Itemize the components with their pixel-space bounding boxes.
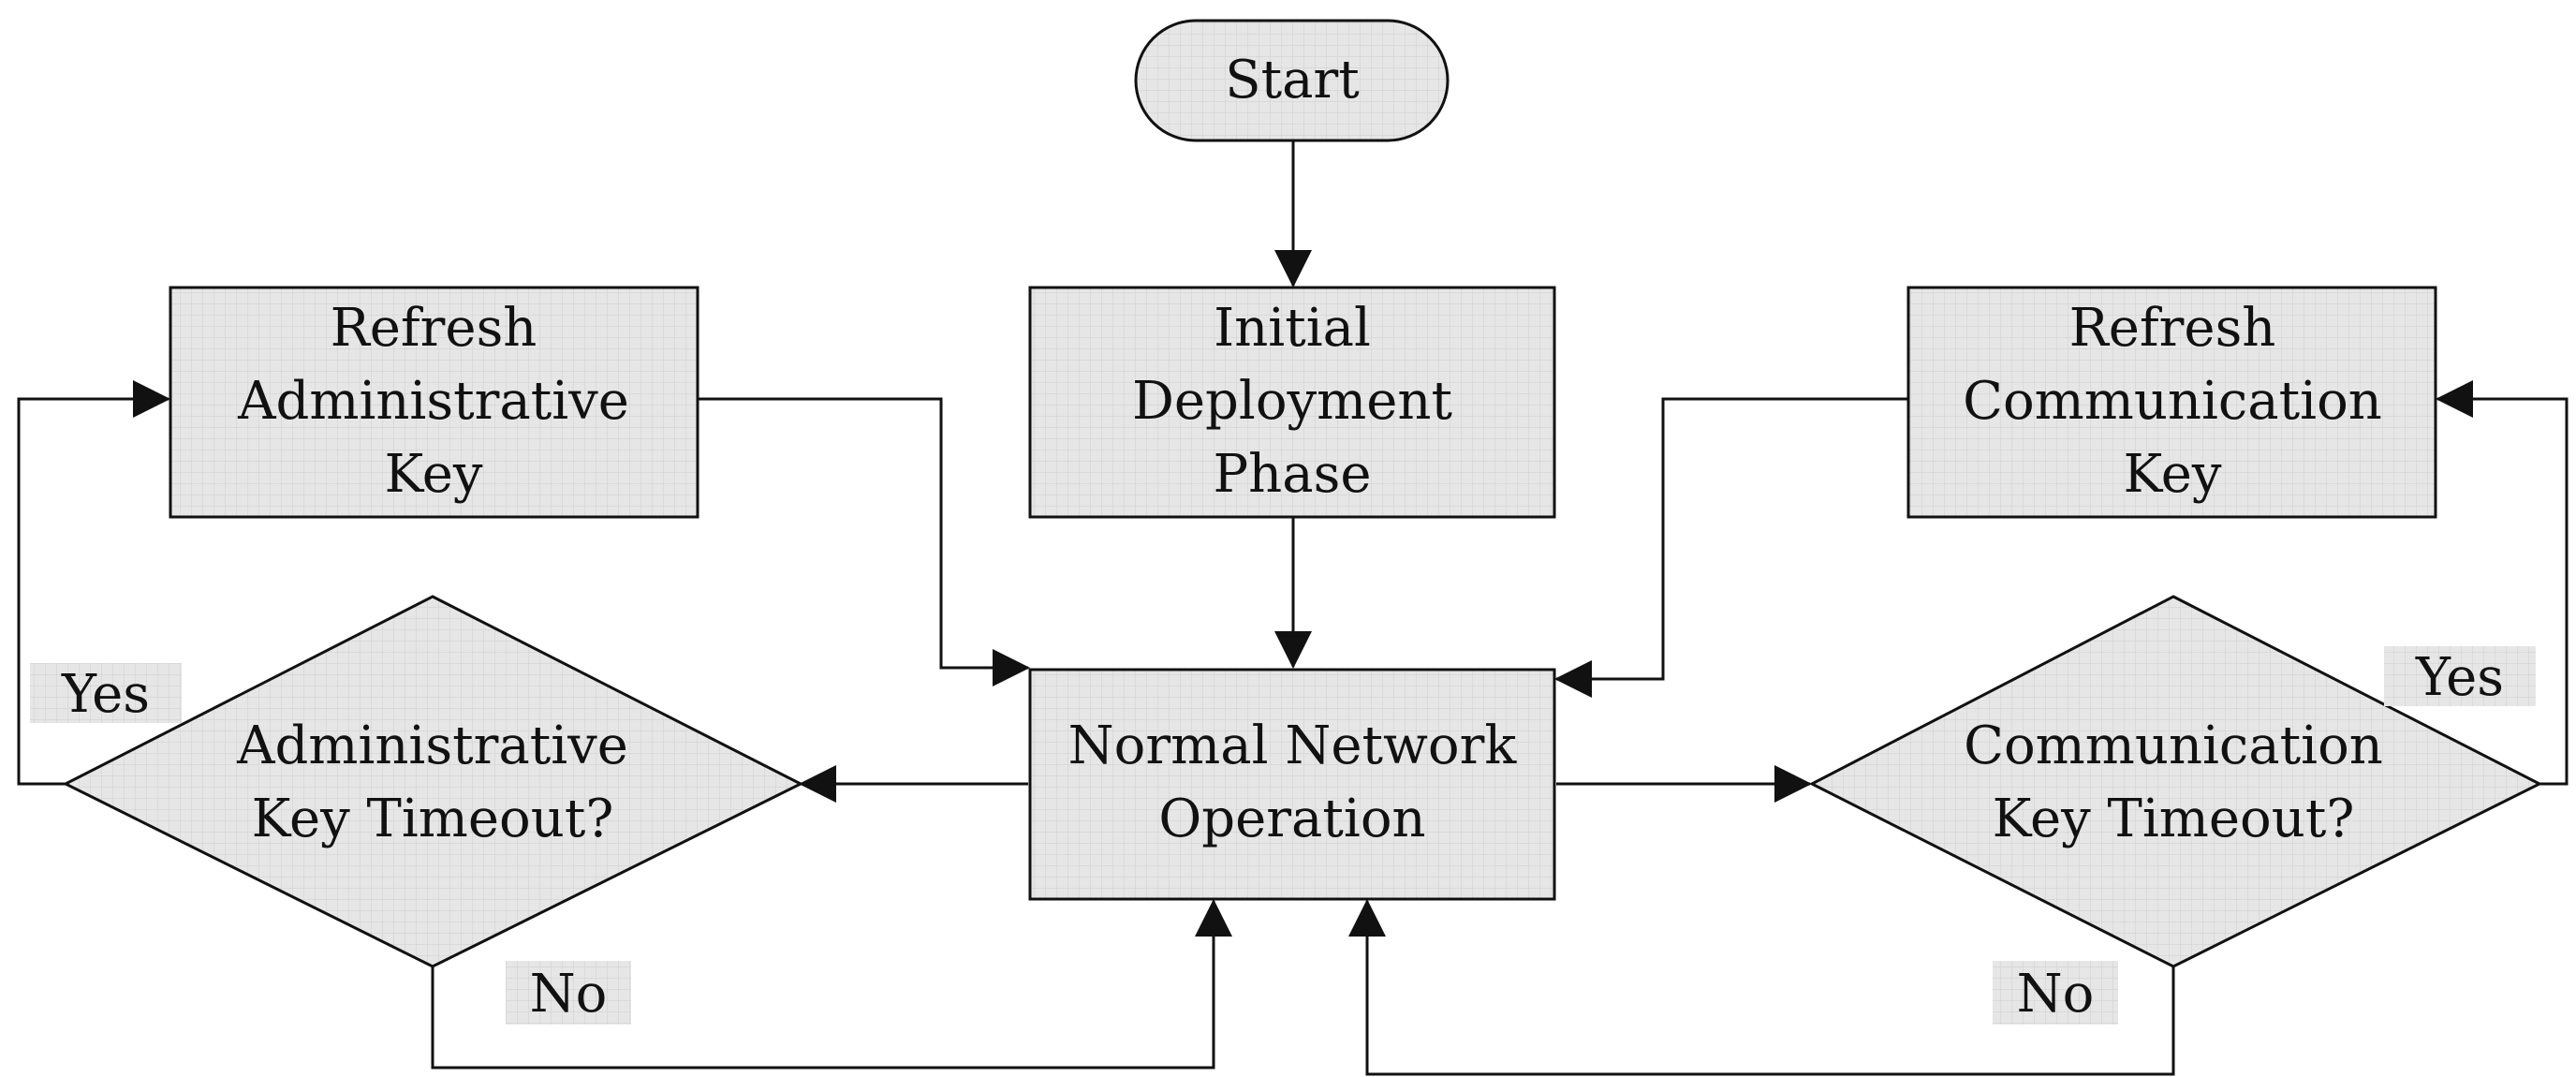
comm-no-text: No — [2017, 964, 2095, 1025]
comm-timeout-line-1: Communication — [1964, 716, 2383, 776]
edge-comm-no-to-normal — [1348, 899, 2175, 1076]
initial-deployment-line-3: Phase — [1213, 444, 1371, 505]
refresh-admin-key-box — [169, 286, 699, 519]
normal-operation-box — [1028, 668, 1556, 901]
admin-timeout-node: Administrative Key Timeout? — [62, 595, 804, 968]
admin-timeout-diamond — [62, 595, 804, 968]
refresh-admin-key-node: Refresh Administrative Key — [169, 286, 699, 519]
edge-admin-yes-to-refresh-admin — [17, 380, 170, 786]
edge-admin-no-to-normal — [431, 899, 1232, 1070]
comm-timeout-diamond — [1808, 595, 2543, 968]
refresh-admin-key-line-1: Refresh — [331, 298, 537, 359]
normal-operation-node: Normal Network Operation — [1028, 668, 1556, 901]
admin-no-text: No — [530, 964, 608, 1025]
comm-timeout-node: Communication Key Timeout? — [1808, 595, 2543, 968]
edge-refresh-admin-to-normal — [698, 397, 1030, 686]
edge-refresh-comm-to-normal — [1554, 397, 1908, 698]
comm-yes-label: Yes — [2384, 646, 2536, 708]
start-label: Start — [1225, 50, 1360, 111]
refresh-comm-key-box — [1906, 286, 2437, 519]
initial-deployment-line-1: Initial — [1214, 298, 1371, 359]
refresh-comm-key-line-1: Refresh — [2069, 298, 2276, 359]
edges — [17, 140, 2569, 1076]
refresh-admin-key-line-3: Key — [384, 444, 482, 505]
comm-no-label-bg — [1993, 961, 2118, 1025]
refresh-admin-key-line-2: Administrative — [237, 371, 629, 432]
admin-no-label: No — [506, 961, 631, 1025]
admin-no-label-bg — [506, 961, 631, 1025]
normal-operation-line-1: Normal Network — [1068, 716, 1518, 776]
admin-yes-label-bg — [30, 663, 182, 723]
comm-timeout-line-2: Key Timeout? — [1993, 789, 2355, 849]
initial-deployment-node: Initial Deployment Phase — [1028, 286, 1556, 519]
refresh-comm-key-line-3: Key — [2123, 444, 2221, 505]
initial-deployment-box — [1028, 286, 1556, 519]
edge-comm-yes-to-refresh-comm — [2436, 380, 2569, 786]
comm-yes-text: Yes — [2415, 647, 2504, 708]
comm-no-label: No — [1993, 961, 2118, 1025]
admin-timeout-line-2: Key Timeout? — [252, 789, 614, 849]
admin-yes-label: Yes — [30, 663, 182, 725]
refresh-comm-key-node: Refresh Communication Key — [1906, 286, 2437, 519]
normal-operation-line-2: Operation — [1158, 789, 1425, 849]
initial-deployment-line-2: Deployment — [1132, 371, 1452, 432]
admin-yes-text: Yes — [61, 664, 150, 725]
comm-yes-label-bg — [2384, 646, 2536, 706]
admin-timeout-line-1: Administrative — [236, 716, 628, 776]
start-terminal-shape — [1134, 19, 1450, 142]
start-node: Start — [1134, 19, 1450, 142]
refresh-comm-key-line-2: Communication — [1963, 371, 2382, 432]
